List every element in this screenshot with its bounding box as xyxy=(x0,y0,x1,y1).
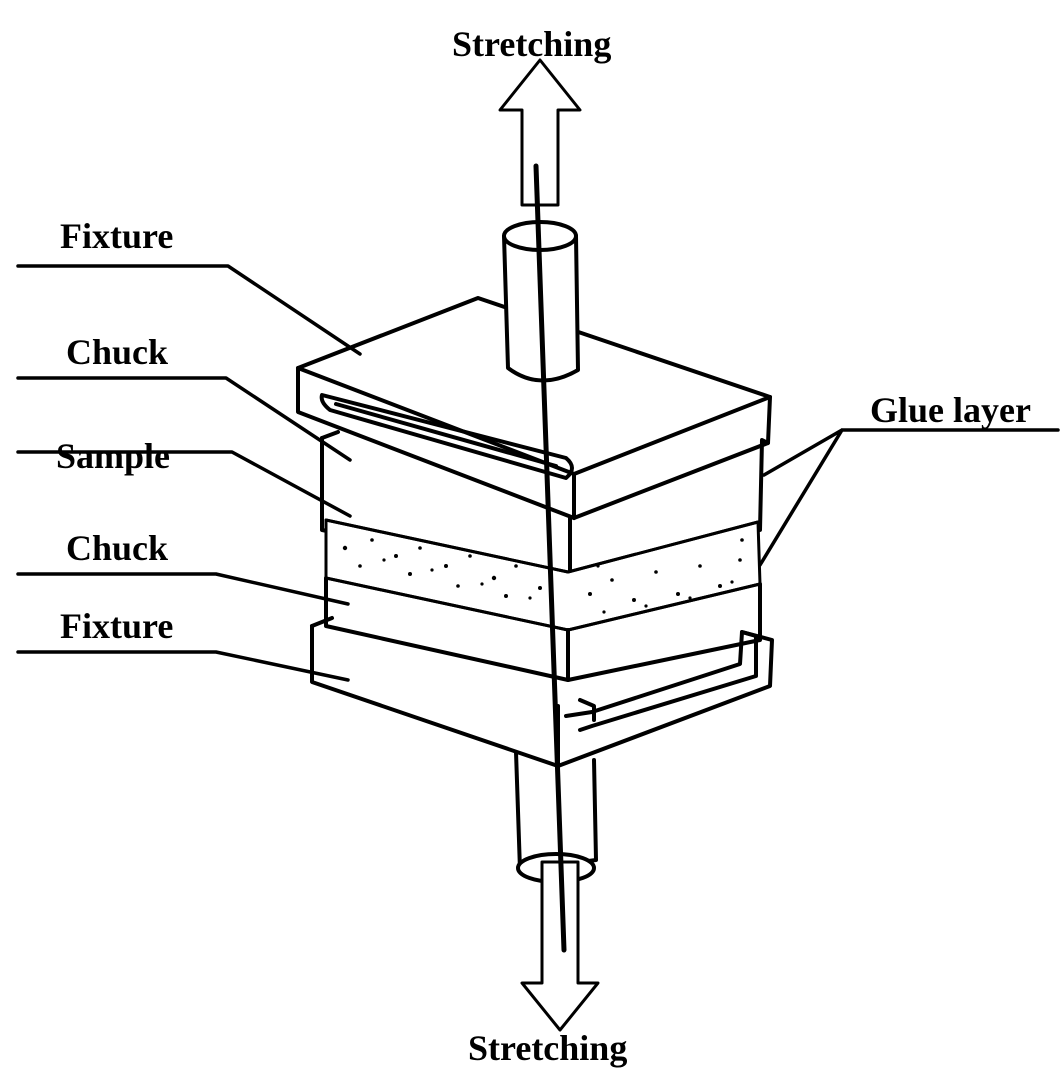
label-sample: Sample xyxy=(56,436,171,476)
label-fixture-top: Fixture xyxy=(60,216,174,256)
label-stretching-bottom: Stretching xyxy=(468,1028,628,1068)
leader-sample xyxy=(16,450,352,518)
chuck-bottom xyxy=(324,576,762,682)
stretch-arrow-up-icon xyxy=(498,58,582,207)
label-stretching-top: Stretching xyxy=(452,24,612,64)
label-chuck-bottom: Chuck xyxy=(66,528,169,568)
sample-layer xyxy=(324,518,762,632)
label-glue-layer: Glue layer xyxy=(870,390,1031,430)
label-fixture-bottom: Fixture xyxy=(60,606,174,646)
leader-fixture-bottom xyxy=(16,650,350,682)
leader-chuck-top xyxy=(16,376,352,462)
label-chuck-top: Chuck xyxy=(66,332,169,372)
stretch-arrow-down-icon xyxy=(520,860,600,1032)
leader-chuck-bottom xyxy=(16,572,350,606)
leader-fixture-top xyxy=(16,264,362,356)
center-specimen-line xyxy=(533,163,567,953)
leader-glue-layer xyxy=(758,428,1060,567)
glue-dots xyxy=(342,538,744,614)
